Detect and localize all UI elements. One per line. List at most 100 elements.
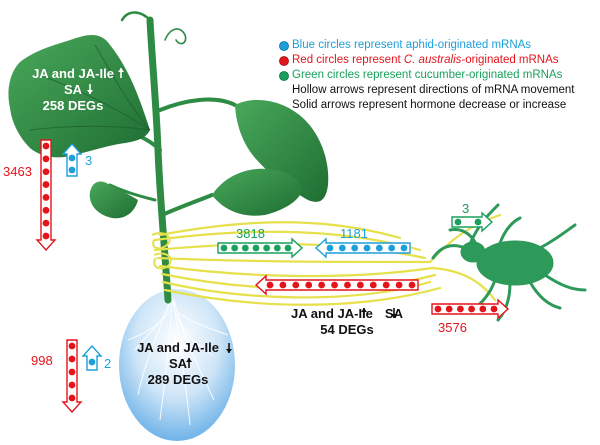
- arrow-leaf-red-dot: [42, 168, 50, 176]
- arrow-stem-red-dot: [408, 281, 416, 289]
- arrow-aphid-red-dot: [457, 305, 464, 313]
- legend-dot-green: [279, 71, 289, 81]
- arrow-root-blue: [81, 344, 103, 371]
- legend-green: Green circles represent cucumber-origina…: [292, 69, 563, 81]
- arrow-aphid-red-dot: [479, 305, 487, 313]
- legend-dot-blue: [279, 41, 289, 51]
- arrow-aphid-red-dot: [490, 305, 498, 313]
- arrow-root-blue-outline: [81, 344, 103, 371]
- stem-ja-up-arrow: [361, 308, 367, 318]
- root-degs-label: 289 DEGs: [147, 372, 209, 387]
- arrow-aphid-red-dot: [468, 305, 475, 313]
- stem-sa-label: SA: [384, 306, 403, 321]
- arrow-root-red-outline: [61, 339, 83, 414]
- arrow-aphid-red-dot: [434, 305, 442, 313]
- arrow-stem-green-dot: [220, 244, 228, 252]
- arrow-stem-green-dot: [284, 244, 292, 252]
- count-aphid-red: 3576: [438, 320, 467, 335]
- legend-red: Red circles represent C. australis-origi…: [292, 54, 559, 66]
- arrow-stem-blue-dot: [363, 244, 371, 252]
- stem-ja-label: JA and JA-Ile: [291, 306, 373, 321]
- root-ja-down-arrow: [226, 343, 232, 353]
- arrow-leaf-red-dot: [42, 206, 50, 214]
- arrow-stem-green-outline: [217, 237, 304, 259]
- arrow-stem-red: [254, 274, 419, 296]
- arrow-root-red-dot: [68, 355, 76, 363]
- arrow-leaf-red-dot: [42, 219, 50, 227]
- arrow-root-red-dot: [68, 368, 76, 376]
- arrow-stem-red-dot: [369, 281, 377, 289]
- legend-hollow-arrows: Hollow arrows represent directions of mR…: [292, 84, 575, 96]
- count-root-blue: 2: [104, 356, 112, 371]
- stem-degs-label: 54 DEGs: [320, 322, 374, 337]
- arrow-aphid-green: [451, 211, 494, 233]
- arrow-leaf-red-dot: [42, 181, 50, 188]
- legend-blue: Blue circles represent aphid-originated …: [292, 39, 532, 51]
- leaf-degs-label: 258 DEGs: [42, 98, 104, 113]
- leaf-upper-right: [235, 100, 329, 202]
- leaf-hormone-block: JA and JA-Ile SA 258 DEGs: [18, 66, 128, 114]
- stem-hormone-block: JA and JA-Ile SA 54 DEGs: [272, 306, 422, 338]
- arrow-aphid-green-outline: [451, 211, 494, 233]
- count-leaf-red: 3463: [3, 164, 32, 179]
- arrow-stem-red-dot: [395, 281, 403, 289]
- arrow-stem-green-dot: [273, 244, 281, 252]
- arrow-stem-red-dot: [356, 281, 364, 289]
- dodder-strands: [153, 213, 502, 306]
- legend-dot-red: [279, 56, 289, 66]
- arrow-stem-green-dot: [263, 244, 271, 252]
- root-sa-up-arrow: [186, 358, 192, 368]
- arrow-stem-blue-dot: [326, 244, 334, 252]
- root-hairs: [127, 295, 229, 426]
- count-stem-blue: 1181: [340, 226, 368, 241]
- count-aphid-green: 3: [462, 201, 470, 216]
- arrow-stem-red-dot: [382, 281, 390, 289]
- arrow-leaf-red-dot: [42, 155, 50, 163]
- leaf-veins-left: [29, 44, 151, 131]
- arrow-stem-blue-outline: [314, 237, 411, 259]
- arrow-stem-blue-dot: [375, 244, 383, 252]
- arrow-stem-red-dot: [266, 281, 274, 289]
- arrow-stem-green-dot: [231, 244, 239, 252]
- legend-dots: [279, 41, 289, 81]
- arrow-stem-red-dot: [331, 281, 338, 289]
- arrow-root-red-dot: [68, 342, 76, 350]
- root-ja-label: JA and JA-Ile: [137, 340, 219, 355]
- arrow-stem-blue: [314, 237, 411, 259]
- arrow-aphid-red-dot: [445, 305, 453, 313]
- arrow-stem-red-dot: [305, 281, 313, 289]
- count-root-red: 998: [31, 353, 53, 368]
- leaf-ja-label: JA and JA-Ile: [32, 66, 114, 81]
- arrow-stem-blue-dot: [400, 244, 408, 252]
- leaf-sa-down-arrow: [87, 84, 93, 94]
- leaf-sa-label: SA: [63, 82, 83, 97]
- arrow-root-blue-dot: [88, 358, 96, 366]
- arrow-leaf-red-dot: [42, 194, 50, 201]
- leaf-ja-up-arrow: [118, 68, 124, 78]
- arrow-aphid-green-dot: [474, 218, 482, 226]
- arrow-stem-red-dot: [279, 281, 287, 289]
- stem-sa-down-arrow: [391, 308, 397, 318]
- root-sa-label: SA: [168, 356, 188, 371]
- count-stem-green: 3818: [236, 226, 265, 241]
- arrow-root-red-dot: [68, 394, 76, 402]
- arrow-stem-green: [217, 237, 304, 259]
- arrow-stem-red-dot: [318, 281, 326, 289]
- arrow-leaf-blue-dot: [68, 166, 76, 174]
- arrow-leaf-red: [35, 139, 57, 252]
- arrow-aphid-red: [431, 298, 510, 320]
- root-hormone-block: JA and JA-Ile SA 289 DEGs: [124, 340, 232, 388]
- aphid: [431, 203, 587, 322]
- arrow-stem-blue-dot: [351, 244, 359, 252]
- leaf-middle: [212, 168, 302, 216]
- count-leaf-blue: 3: [85, 153, 93, 168]
- arrow-stem-green-dot: [252, 244, 260, 252]
- legend-solid-arrows: Solid arrows represent hormone decrease …: [292, 99, 567, 111]
- hormone-arrows: [87, 68, 397, 368]
- arrow-stem-green-dot: [241, 244, 249, 252]
- arrow-leaf-red-dot: [42, 232, 50, 240]
- arrow-leaf-red-dot: [42, 142, 50, 150]
- arrow-root-red: [61, 339, 83, 414]
- leaf-lower-left: [89, 181, 138, 219]
- stem-coil: [151, 232, 172, 270]
